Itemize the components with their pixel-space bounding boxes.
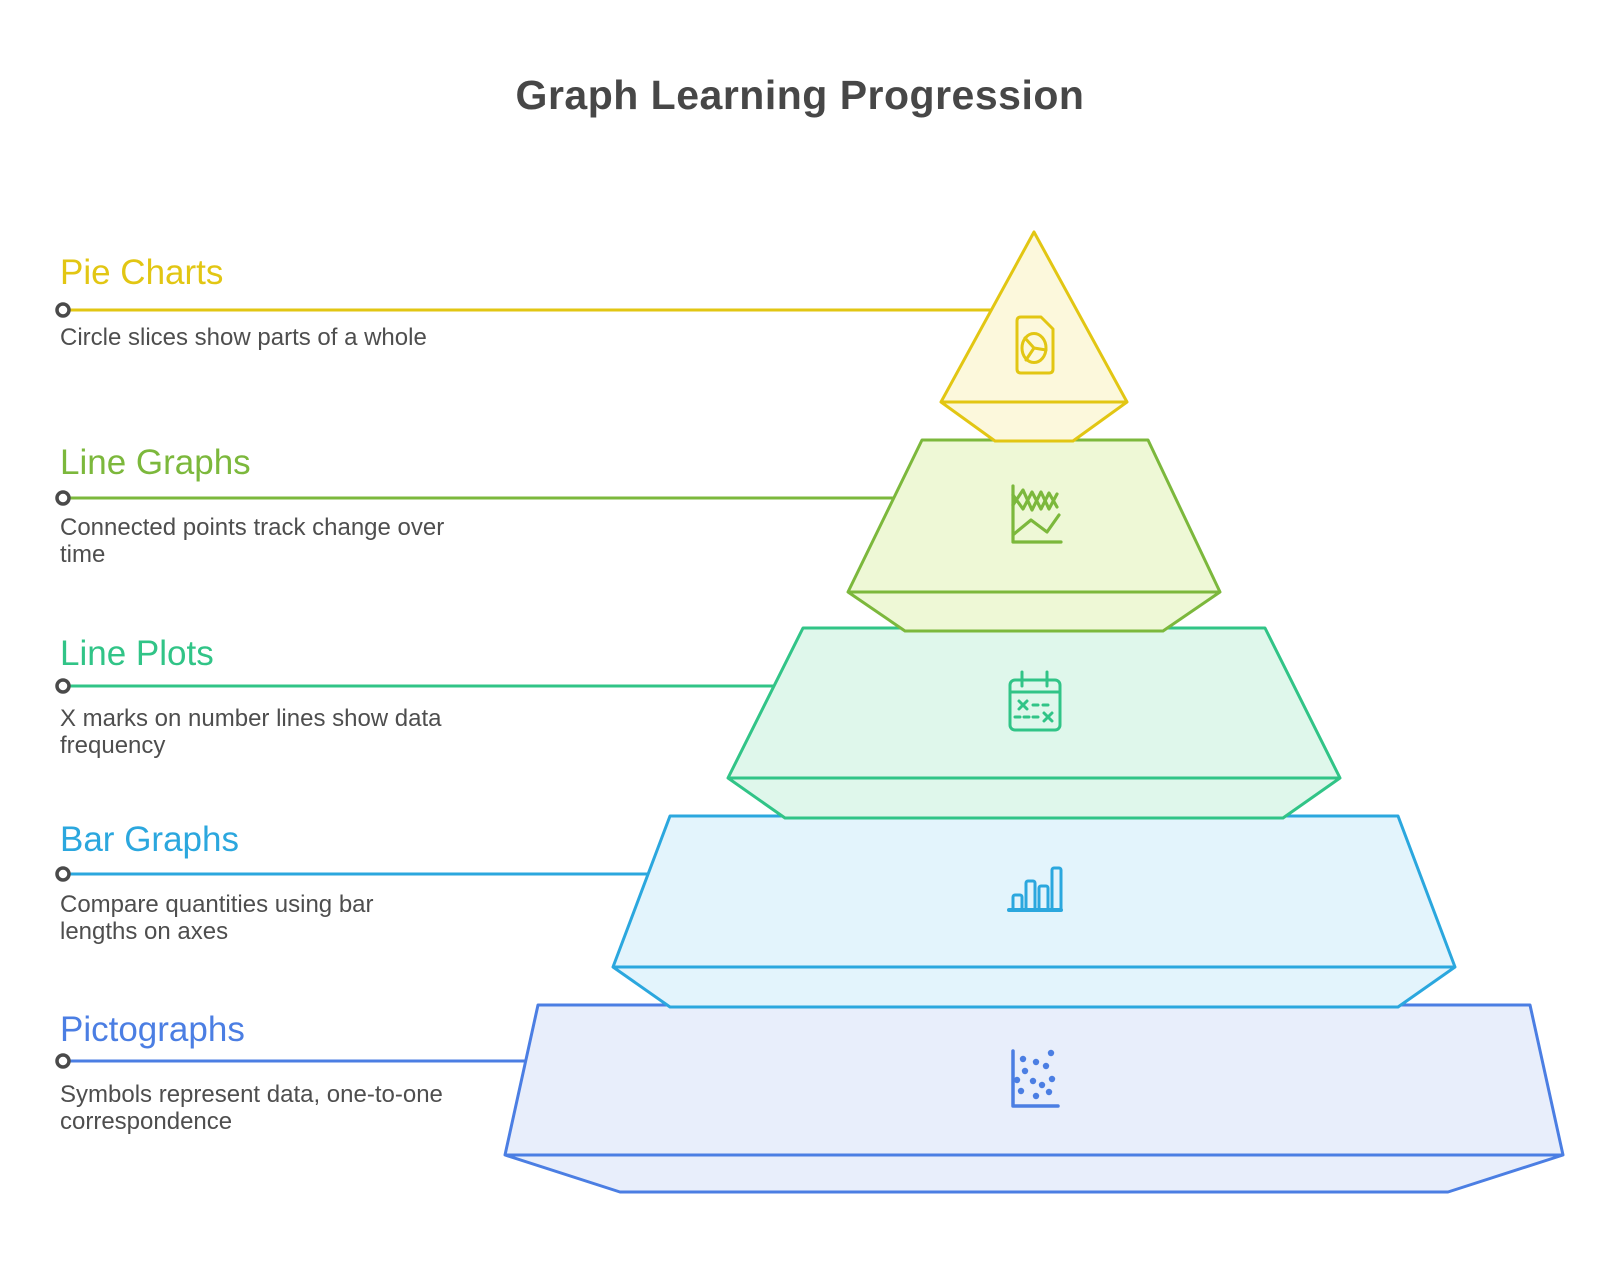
level-shape (846, 438, 1222, 633)
pie-chart-document-icon (1015, 315, 1055, 375)
level-title: Pie Charts (60, 253, 224, 292)
line-plot-calendar-icon (1008, 670, 1062, 732)
level-description: X marks on number lines show data freque… (60, 705, 442, 759)
level-description: Connected points track change over time (60, 514, 445, 568)
connector-marker-icon (55, 866, 71, 882)
level-shape (939, 230, 1129, 443)
connector-line-plots (55, 678, 774, 694)
connector-marker-icon (55, 1053, 71, 1069)
pictograph-scatter-icon (1011, 1049, 1060, 1108)
level-label-pictographs: Pictographs Symbols represent data, one-… (60, 1010, 460, 1135)
connector-pictographs (55, 1053, 526, 1069)
connector-marker-icon (55, 490, 71, 506)
level-title: Line Plots (60, 634, 214, 673)
level-title: Pictographs (60, 1010, 245, 1049)
line-graph-icon (1011, 484, 1063, 544)
page-title: Graph Learning Progression (515, 72, 1085, 118)
pyramid-level-line-plots (726, 626, 1342, 820)
level-label-line-graphs: Line Graphs Connected points track chang… (60, 443, 460, 568)
level-description: Circle slices show parts of a whole (60, 324, 427, 351)
pyramid-level-line-graphs (846, 438, 1222, 633)
connector-pie-charts (55, 302, 991, 318)
connector-line-graphs (55, 490, 894, 506)
connector-bar-graphs (55, 866, 648, 882)
pyramid-level-pie-charts (939, 230, 1129, 443)
level-description: Compare quantities using bar lengths on … (60, 891, 374, 945)
pyramid-level-pictographs (503, 1003, 1565, 1194)
level-title: Bar Graphs (60, 820, 239, 859)
connector-marker-icon (55, 302, 71, 318)
level-description: Symbols represent data, one-to-one corre… (60, 1081, 443, 1135)
pyramid-level-bar-graphs (611, 814, 1457, 1009)
level-label-bar-graphs: Bar Graphs Compare quantities using bar … (60, 820, 460, 945)
connector-marker-icon (55, 678, 71, 694)
level-title: Line Graphs (60, 443, 251, 482)
level-shape (726, 626, 1342, 820)
level-shape (503, 1003, 1565, 1194)
level-label-line-plots: Line Plots X marks on number lines show … (60, 634, 460, 759)
bar-graph-icon (1007, 866, 1063, 912)
level-label-pie-charts: Pie Charts Circle slices show parts of a… (60, 253, 460, 351)
